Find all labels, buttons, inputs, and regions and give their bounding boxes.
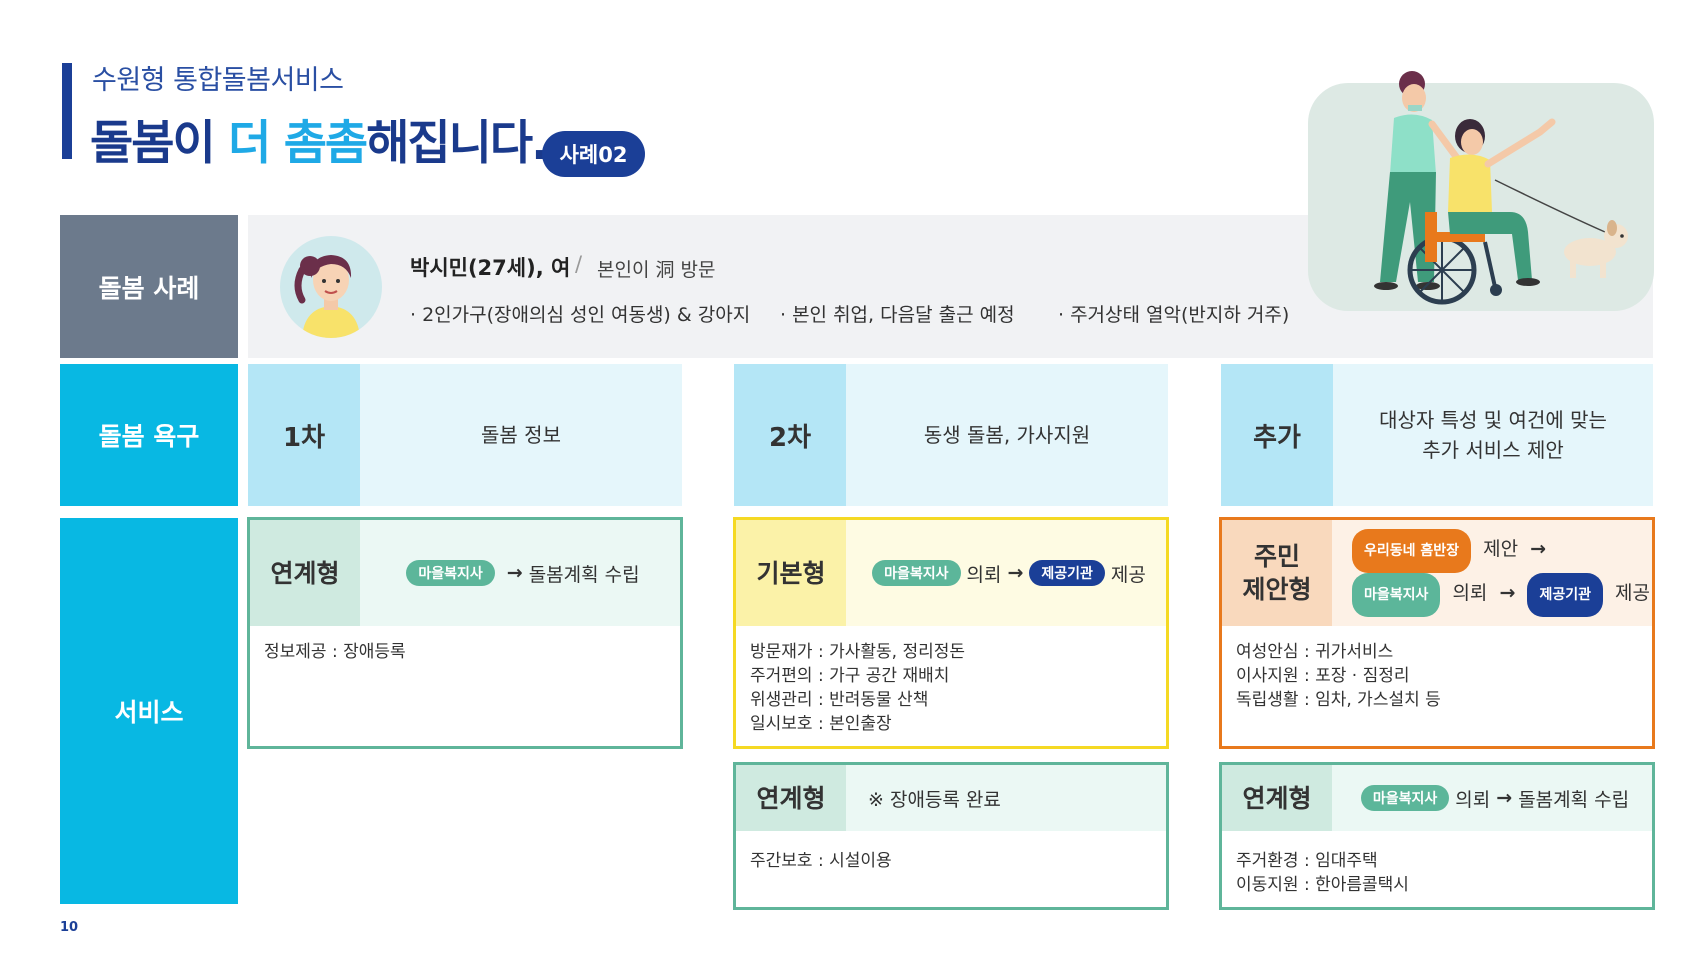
need-stage-label: 추가 bbox=[1221, 364, 1333, 506]
service-item: 여성안심 : 귀가서비스 bbox=[1236, 642, 1394, 662]
need-card-1: 1차 돌봄 정보 bbox=[248, 364, 682, 506]
service-link-card-1: 연계형 마을복지사 → 돌봄계획 수립 정보제공 : 장애등록 bbox=[247, 517, 683, 749]
flow-request: 의뢰 bbox=[1455, 788, 1491, 811]
village-welfare-pill: 마을복지사 bbox=[1352, 573, 1441, 617]
row-label-case: 돌봄 사례 bbox=[60, 215, 238, 358]
flow-request: 의뢰 bbox=[966, 563, 1002, 586]
caregiver-wheelchair-illustration bbox=[1300, 62, 1670, 322]
service-type-label: 기본형 bbox=[736, 520, 846, 626]
service-type-line: 주민 bbox=[1253, 542, 1300, 571]
flow-suggest: 제안 bbox=[1483, 538, 1519, 560]
service-item: 방문재가 : 가사활동, 정리정돈 bbox=[750, 642, 966, 662]
need-card-2: 2차 동생 돌봄, 가사지원 bbox=[734, 364, 1168, 506]
title-part-3: 해집니다. bbox=[366, 116, 549, 171]
village-welfare-pill: 마을복지사 bbox=[1360, 785, 1450, 811]
title-part-1: 돌봄이 bbox=[90, 116, 229, 171]
service-item: 일시보호 : 본인출장 bbox=[750, 714, 892, 734]
service-note: ※ 장애등록 완료 bbox=[868, 788, 1001, 811]
visit-info: 본인이 洞 방문 bbox=[597, 259, 716, 281]
service-basic-card: 기본형 마을복지사 의뢰 → 제공기관 제공 방문재가 : 가사활동, 정리정돈… bbox=[733, 517, 1169, 749]
service-type-label: 주민 제안형 bbox=[1222, 520, 1332, 626]
need-stage-label: 1차 bbox=[248, 364, 360, 506]
service-item: 위생관리 : 반려동물 산책 bbox=[750, 690, 929, 710]
need-card-extra: 추가 대상자 특성 및 여건에 맞는 추가 서비스 제안 bbox=[1221, 364, 1653, 506]
service-type-label: 연계형 bbox=[736, 765, 846, 831]
row-label-needs: 돌봄 욕구 bbox=[60, 364, 238, 506]
woman-avatar-icon bbox=[280, 236, 382, 338]
service-flow: 마을복지사 의뢰 → 돌봄계획 수립 bbox=[1332, 765, 1652, 831]
service-type-line: 제안형 bbox=[1242, 575, 1312, 604]
arrow-right-icon: → bbox=[1499, 582, 1516, 604]
service-items: 정보제공 : 장애등록 bbox=[264, 640, 406, 664]
row-label-service: 서비스 bbox=[60, 518, 238, 904]
service-item: 정보제공 : 장애등록 bbox=[264, 642, 406, 662]
name-separator: / bbox=[575, 252, 583, 276]
arrow-right-icon: → bbox=[1007, 562, 1024, 584]
service-item: 주거환경 : 임대주택 bbox=[1236, 851, 1378, 871]
title-accent-bar bbox=[62, 63, 72, 159]
case-fact: · 주거상태 열악(반지하 거주) bbox=[1058, 304, 1290, 326]
service-flow: 마을복지사 의뢰 → 제공기관 제공 bbox=[846, 520, 1166, 626]
arrow-right-icon: → bbox=[1496, 787, 1513, 809]
service-items: 주간보호 : 시설이용 bbox=[750, 849, 892, 873]
arrow-right-icon: → bbox=[1530, 538, 1547, 560]
page-subtitle: 수원형 통합돌봄서비스 bbox=[92, 65, 344, 96]
service-type-label: 연계형 bbox=[1222, 765, 1332, 831]
flow-action: 돌봄계획 수립 bbox=[528, 563, 640, 586]
flow-provide: 제공 bbox=[1615, 582, 1650, 604]
need-text-line: 대상자 특성 및 여건에 맞는 bbox=[1379, 408, 1607, 432]
case-fact: · 2인가구(장애의심 성인 여동생) & 강아지 bbox=[410, 304, 751, 326]
page-number: 10 bbox=[60, 920, 79, 935]
service-item: 주간보호 : 시설이용 bbox=[750, 851, 892, 871]
service-items: 방문재가 : 가사활동, 정리정돈 주거편의 : 가구 공간 재배치 위생관리 … bbox=[750, 640, 965, 736]
flow-request: 의뢰 bbox=[1452, 582, 1488, 604]
service-link-card-2: 연계형 ※ 장애등록 완료 주간보호 : 시설이용 bbox=[733, 762, 1169, 910]
service-items: 여성안심 : 귀가서비스 이사지원 : 포장 · 짐정리 독립생활 : 임차, … bbox=[1236, 640, 1441, 712]
service-item: 이사지원 : 포장 · 짐정리 bbox=[1236, 666, 1410, 686]
flow-provide: 제공 bbox=[1110, 563, 1146, 586]
service-item: 독립생활 : 임차, 가스설치 등 bbox=[1236, 690, 1441, 710]
arrow-right-icon: → bbox=[506, 562, 523, 584]
service-link-card-3: 연계형 마을복지사 의뢰 → 돌봄계획 수립 주거환경 : 임대주택 이동지원 … bbox=[1219, 762, 1655, 910]
service-flow: 우리동네 홈반장 제안 → 마을복지사 의뢰 → 제공기관 제공 bbox=[1332, 520, 1652, 626]
need-stage-label: 2차 bbox=[734, 364, 846, 506]
provider-pill: 제공기관 bbox=[1527, 573, 1603, 617]
page-title: 돌봄이 더 촘촘해집니다. bbox=[90, 104, 549, 173]
need-text-line: 추가 서비스 제안 bbox=[1422, 438, 1564, 462]
village-welfare-pill: 마을복지사 bbox=[406, 560, 495, 586]
neighborhood-manager-pill: 우리동네 홈반장 bbox=[1352, 529, 1472, 573]
flow-action: 돌봄계획 수립 bbox=[1518, 788, 1630, 811]
case-badge: 사례02 bbox=[542, 131, 645, 177]
provider-pill: 제공기관 bbox=[1029, 560, 1105, 586]
village-welfare-pill: 마을복지사 bbox=[872, 560, 961, 586]
service-flow: 마을복지사 → 돌봄계획 수립 bbox=[360, 520, 680, 626]
need-text: 동생 돌봄, 가사지원 bbox=[923, 423, 1091, 447]
service-resident-card: 주민 제안형 우리동네 홈반장 제안 → 마을복지사 의뢰 → 제공기관 제공 … bbox=[1219, 517, 1655, 749]
service-item: 이동지원 : 한아름콜택시 bbox=[1236, 875, 1409, 895]
person-name: 박시민(27세), 여 bbox=[410, 256, 571, 280]
case-fact: · 본인 취업, 다음달 출근 예정 bbox=[780, 304, 1015, 326]
title-highlight: 더 촘촘 bbox=[228, 116, 368, 171]
service-item: 주거편의 : 가구 공간 재배치 bbox=[750, 666, 950, 686]
need-text: 대상자 특성 및 여건에 맞는 추가 서비스 제안 bbox=[1333, 364, 1653, 506]
service-type-label: 연계형 bbox=[250, 520, 360, 626]
need-text: 돌봄 정보 bbox=[481, 423, 561, 447]
service-items: 주거환경 : 임대주택 이동지원 : 한아름콜택시 bbox=[1236, 849, 1409, 897]
